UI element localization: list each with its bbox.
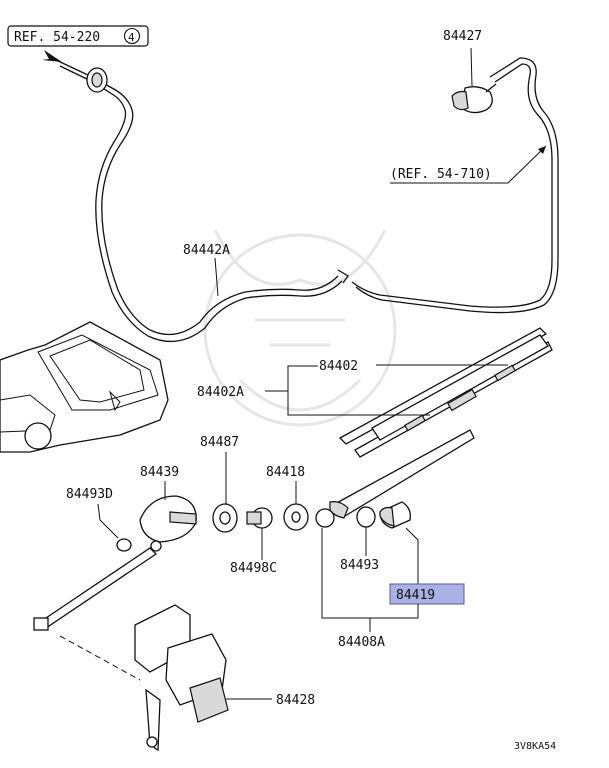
washer-nozzle xyxy=(451,83,497,114)
diagram-code: 3V8KA54 xyxy=(514,741,556,752)
label-84493: 84493 xyxy=(340,558,379,573)
label-84408A: 84408A xyxy=(338,635,385,650)
wiper-arm xyxy=(315,429,475,528)
part-84498C-bushing xyxy=(246,507,273,529)
label-84439: 84439 xyxy=(140,465,179,480)
part-84493D-nut xyxy=(116,538,132,552)
highlight-84419 xyxy=(389,583,465,605)
label-84428: 84428 xyxy=(276,693,315,708)
part-84439-pivot xyxy=(139,495,197,552)
part-84419-cap xyxy=(379,501,411,529)
label-84419: 84419 xyxy=(396,588,435,603)
label-84442A: 84442A xyxy=(183,243,230,258)
vehicle-rear-outline xyxy=(0,321,169,453)
wiper-linkage xyxy=(33,547,158,631)
label-84402: 84402 xyxy=(319,359,358,374)
washer-hose xyxy=(55,57,559,342)
ref-54-710-text: (REF. 54-710) xyxy=(390,167,492,182)
label-84418: 84418 xyxy=(266,465,305,480)
ref-circled-number: 4 xyxy=(128,31,135,44)
watermark-emblem xyxy=(203,229,397,427)
part-84493-nut xyxy=(356,506,376,528)
label-84493D: 84493D xyxy=(66,487,113,502)
label-84498C: 84498C xyxy=(230,561,277,576)
ref-54-220-text: REF. 54-220 xyxy=(14,30,100,45)
part-84418-nut xyxy=(283,503,309,531)
label-84427: 84427 xyxy=(443,29,482,44)
label-84402A: 84402A xyxy=(197,385,244,400)
part-84428-motor xyxy=(134,604,229,752)
part-84487-washer xyxy=(212,503,238,533)
label-84487: 84487 xyxy=(200,435,239,450)
arrow-icon xyxy=(42,50,62,62)
ref-54-220-callout: REF. 54-220 4 xyxy=(7,25,149,62)
